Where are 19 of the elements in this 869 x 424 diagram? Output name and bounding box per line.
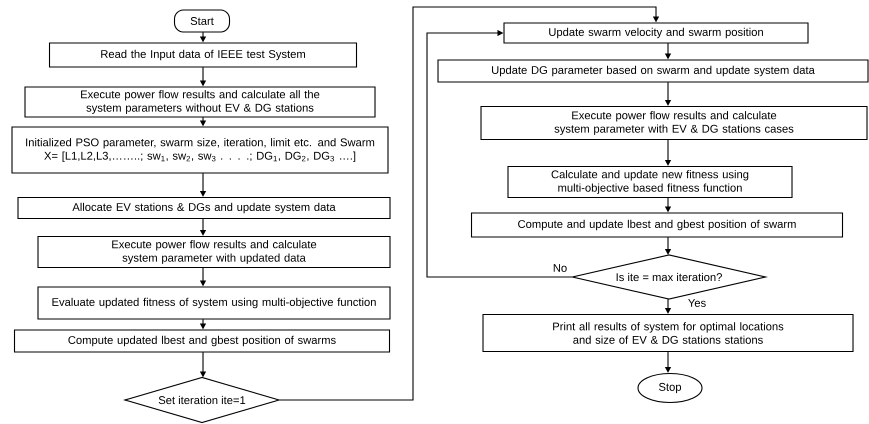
process-box: Execute power flow results and calculate system parameter with EV & DG stations cases [480, 106, 868, 140]
process-box: Execute power flow results and calculate system parameter with updated data [37, 236, 391, 268]
edge-label: No [554, 264, 567, 272]
process-box: Allocate EV stations & DGs and update system data [17, 196, 391, 220]
process-box: Update swarm velocity and swarm position [503, 22, 809, 44]
process-box: Update DG parameter based on swarm and update system data [437, 59, 869, 83]
process-box: Print all results of system for optimal locations and size of EV & DG stations stations [482, 314, 854, 352]
stop-terminal: Stop [637, 372, 703, 404]
process-box: Read the Input data of IEEE test System [48, 42, 358, 68]
process-box: Compute updated lbest and gbest position of swarms [14, 329, 390, 353]
process-box: Execute power flow results and calculate all the system parameters without EV & DG stations [24, 86, 376, 118]
process-box: Evaluate updated fitness of system using multi-objective function [37, 286, 391, 320]
process-box: Compute and update lbest and gbest position of swarm [470, 212, 844, 238]
arrow [279, 6, 660, 401]
start-terminal: Start [174, 9, 230, 33]
edge-label: Yes [688, 299, 706, 307]
process-box: Initialized PSO parameter, swarm size, iteration, limit etc. and Swarm X= [L1,L2,L3,……..; sw$_{1}$, sw$_{2}$, sw$_{3}$ . . . .; DG$_{1}$, DG$_{2}$, DG$_{3}$ ….] [11, 126, 389, 174]
arrow [426, 30, 572, 278]
process-box: Calculate and update new fitness using multi-objective based fitness function [507, 166, 793, 198]
